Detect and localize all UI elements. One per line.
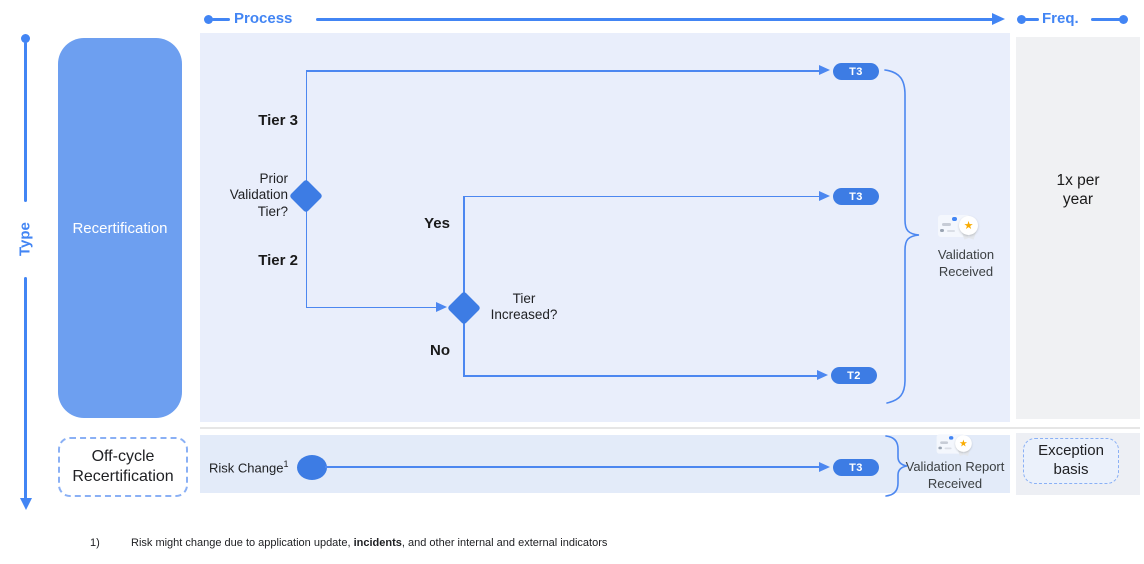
branch-label-no: No — [430, 342, 450, 359]
decision1-label: Prior Validation Tier? — [229, 171, 288, 219]
tier-pill-top: T3 — [833, 63, 879, 80]
process-axis-arrowhead-icon — [992, 13, 1005, 25]
footnote-ref: 1 — [283, 459, 289, 469]
offcycle-arrowhead-icon — [819, 461, 830, 472]
process-axis-start-dot — [204, 15, 213, 24]
process-axis-line — [316, 17, 994, 21]
footnote-marker: 1) — [90, 537, 100, 549]
type-axis-line-upper — [24, 42, 27, 202]
type-axis-arrowhead-icon — [19, 498, 32, 510]
branch-yes-hline — [463, 195, 819, 198]
offcycle-start-node — [297, 455, 327, 480]
freq-axis-label: Freq. — [1042, 10, 1079, 27]
branch-label-yes: Yes — [424, 215, 450, 232]
decision2-in-arrowhead-icon — [436, 302, 447, 312]
freq-axis-left-dot — [1017, 15, 1026, 24]
branch-tier3-line — [305, 70, 819, 72]
offcycle-trigger-label: Risk Change1 — [209, 459, 289, 476]
decision2-label: Tier Increased? — [490, 291, 558, 323]
type-axis-line-lower — [24, 277, 27, 499]
certificate-report-icon: ★ — [935, 432, 977, 457]
branch-label-tier3: Tier 3 — [258, 112, 298, 129]
type-axis-label: Type — [16, 222, 34, 256]
tier-pill-offcycle: T3 — [833, 459, 879, 476]
branch-tier3-arrowhead-icon — [819, 65, 830, 76]
branch-yes-vline — [463, 196, 465, 308]
freq-value-offcycle: Exception basis — [1023, 438, 1119, 484]
footnote-text: Risk might change due to application upd… — [131, 537, 608, 549]
branch-label-tier2: Tier 2 — [258, 252, 298, 269]
freq-axis-left-dash — [1025, 17, 1039, 21]
row-header-offcycle: Off-cycle Recertification — [58, 437, 188, 497]
freq-panel-recertification — [1016, 37, 1140, 419]
process-axis-dash — [212, 17, 230, 21]
row-divider — [200, 427, 1140, 429]
recert-outcome-label: Validation Received — [937, 247, 995, 279]
offcycle-outcome-label: Validation Report Received — [905, 459, 1005, 491]
recert-outcomes-brace — [884, 69, 920, 404]
tier-pill-bottom: T2 — [831, 367, 877, 384]
tier-pill-mid: T3 — [833, 188, 879, 205]
decision1-to-decision2-line — [305, 306, 437, 309]
freq-value-recertification: 1x per year — [1056, 172, 1100, 209]
certificate-icon: ★ — [936, 212, 988, 244]
offcycle-flow-line — [325, 466, 819, 468]
row-header-recertification: Recertification — [58, 38, 182, 418]
offcycle-outcome-brace — [885, 435, 908, 497]
freq-axis-right-dash — [1091, 17, 1121, 21]
type-axis-start-dot — [21, 34, 30, 43]
process-panel-recertification — [200, 33, 1010, 422]
branch-no-arrowhead-icon — [817, 370, 828, 381]
branch-no-hline — [463, 375, 817, 377]
branch-no-vline — [463, 308, 465, 376]
process-axis-label: Process — [234, 10, 293, 27]
freq-axis-right-dot — [1119, 15, 1128, 24]
branch-yes-arrowhead-icon — [819, 190, 830, 201]
